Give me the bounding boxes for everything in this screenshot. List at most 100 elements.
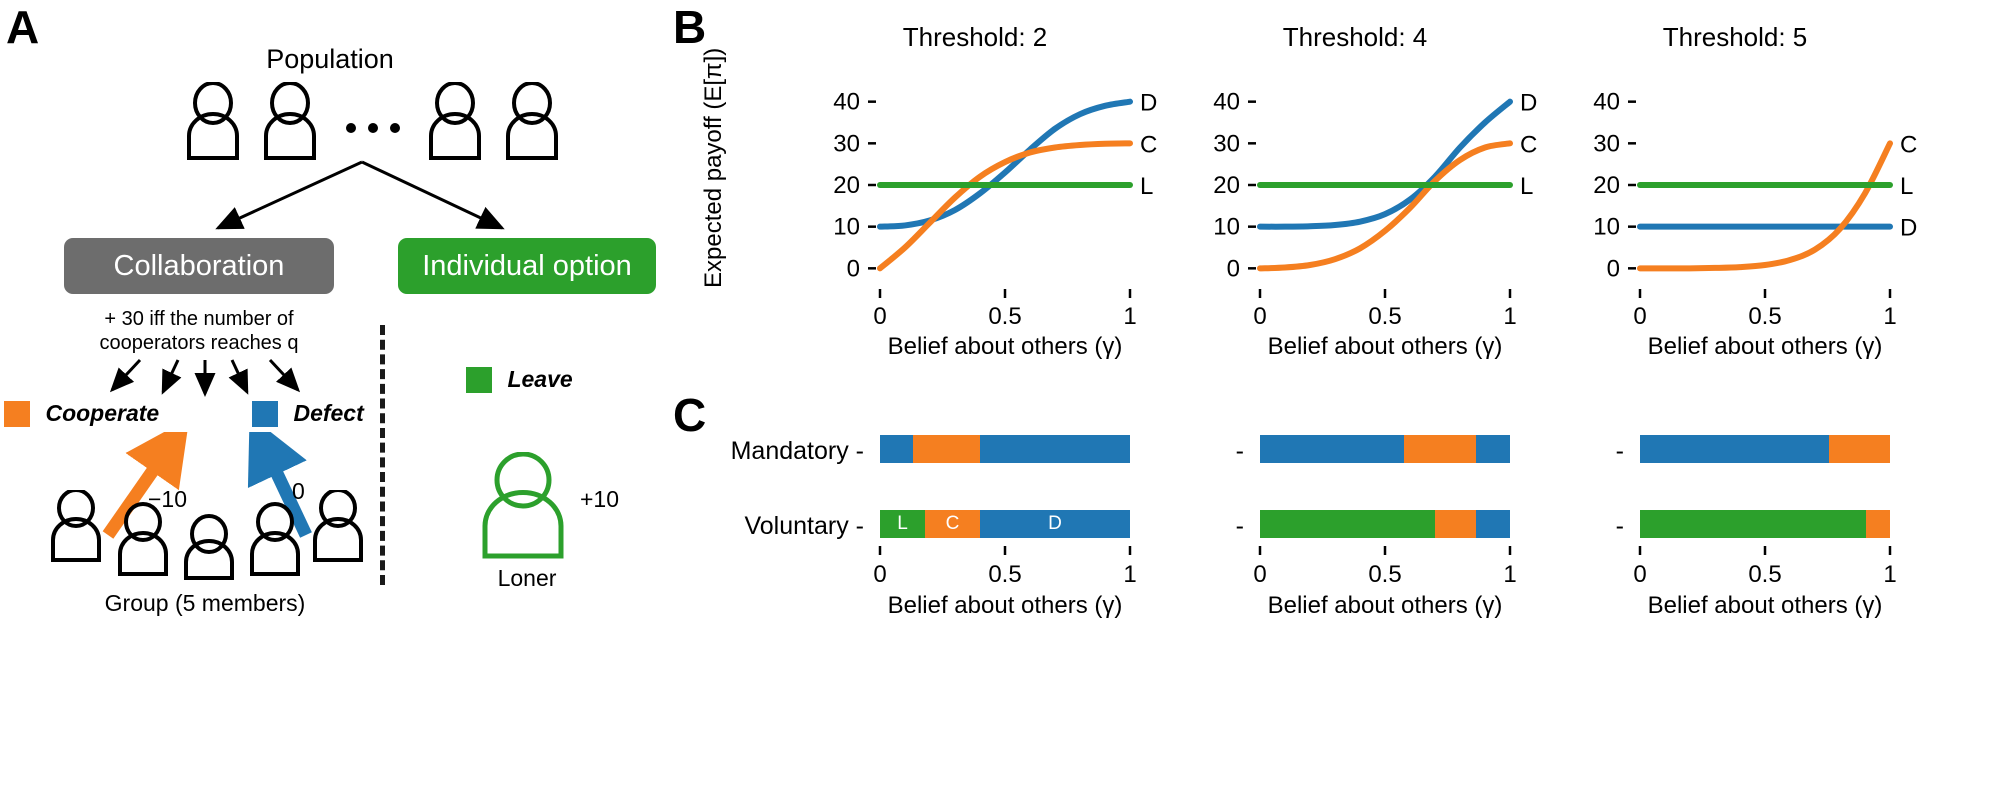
series-label-C: C xyxy=(1520,131,1537,158)
y-tick-label: 10 xyxy=(1593,214,1620,241)
bar-segment-C xyxy=(912,435,980,463)
collaboration-box[interactable]: Collaboration xyxy=(64,238,334,294)
loner-figure xyxy=(470,451,576,567)
panel-b-ylabel: Expected payoff (E[π]) xyxy=(700,47,727,288)
bar-segment-D xyxy=(1640,435,1829,463)
x-axis-label: Belief about others (γ) xyxy=(1267,592,1503,619)
series-label-L: L xyxy=(1140,173,1153,200)
x-axis-label: Belief about others (γ) xyxy=(1267,333,1503,360)
series-label-L: L xyxy=(1520,173,1533,200)
individual-option-box[interactable]: Individual option xyxy=(398,238,656,294)
chart-title: Threshold: 2 xyxy=(902,22,1048,52)
bonus-line-2-text: cooperators reaches q xyxy=(99,332,299,354)
y-tick-label: 30 xyxy=(1593,130,1620,157)
y-tick-label: 0 xyxy=(1227,255,1240,282)
panel-a-divider xyxy=(380,325,385,585)
x-tick-label: 0.5 xyxy=(988,303,1021,330)
x-tick-label: 0 xyxy=(1633,303,1646,330)
x-axis-label: Belief about others (γ) xyxy=(887,592,1123,619)
cooperate-legend: Cooperate xyxy=(4,400,159,427)
x-tick-label: 0.5 xyxy=(1748,303,1781,330)
series-line-D xyxy=(1257,98,1513,230)
x-axis-label: Belief about others (γ) xyxy=(887,333,1123,360)
group-caption: Group (5 members) xyxy=(104,590,306,616)
defect-legend: Defect xyxy=(252,400,364,427)
x-tick-label: 0.5 xyxy=(1748,561,1781,588)
series-label-D: D xyxy=(1140,90,1157,117)
defect-label: Defect xyxy=(293,400,364,426)
bar-row-label-none: - xyxy=(1235,512,1244,540)
panel-a: A Population Collaboration In xyxy=(0,0,660,795)
y-tick-label: 0 xyxy=(1607,255,1620,282)
chart-title: Threshold: 4 xyxy=(1282,22,1428,52)
bar-segment-D xyxy=(1476,510,1510,538)
y-tick-label: 10 xyxy=(833,214,860,241)
y-tick-label: 0 xyxy=(847,255,860,282)
series-label-C: C xyxy=(1900,131,1917,158)
bar-segment-C xyxy=(1435,510,1477,538)
y-tick-label: 30 xyxy=(833,130,860,157)
bar-segment-D xyxy=(1476,435,1510,463)
stacked-bar xyxy=(1260,510,1510,538)
bar-segment-C xyxy=(1866,510,1890,538)
series-line-C xyxy=(877,140,1133,272)
x-tick-label: 0 xyxy=(1633,561,1646,588)
population-people-icon xyxy=(187,81,558,160)
y-tick-label: 10 xyxy=(1213,214,1240,241)
series-label-D: D xyxy=(1900,215,1917,242)
defect-arrow-icon xyxy=(247,415,312,538)
series-label-D: D xyxy=(1520,90,1537,117)
y-tick-label: 40 xyxy=(1213,89,1240,116)
bar-row-label-mandatory: Mandatory - xyxy=(730,437,864,465)
population-people xyxy=(185,81,560,167)
panel-c-letter: C xyxy=(673,389,707,441)
series-line-D xyxy=(877,98,1133,230)
x-tick-label: 1 xyxy=(1883,303,1896,330)
y-tick-label: 40 xyxy=(833,89,860,116)
bar-segment-L xyxy=(1640,510,1867,538)
bar-segment-L: L xyxy=(880,510,925,538)
y-tick-label: 40 xyxy=(1593,89,1620,116)
population-label: Population xyxy=(266,44,394,74)
x-tick-label: 1 xyxy=(1503,303,1516,330)
bar-row-label-none: - xyxy=(1235,437,1244,465)
x-tick-label: 1 xyxy=(1503,561,1516,588)
bar-segment-L xyxy=(1260,510,1435,538)
x-tick-label: 1 xyxy=(1883,561,1896,588)
y-tick-label: 20 xyxy=(833,172,860,199)
panel-a-letter: A xyxy=(6,1,40,53)
defect-arrow xyxy=(240,415,350,547)
stacked-bar xyxy=(880,435,1130,463)
cooperate-arrow-icon xyxy=(102,418,190,539)
cooperate-arrow xyxy=(86,418,206,547)
x-axis-label: Belief about others (γ) xyxy=(1647,333,1883,360)
loner-icon xyxy=(482,451,564,559)
group-people xyxy=(46,488,366,585)
branch-arrow-icon xyxy=(215,160,505,230)
series-line-C xyxy=(1257,140,1513,272)
defect-cost-label: 0 xyxy=(292,478,305,504)
series-label-C: C xyxy=(1140,131,1157,158)
group-people-icon xyxy=(51,488,363,580)
chart-title: Threshold: 5 xyxy=(1662,22,1808,52)
y-tick-label: 30 xyxy=(1213,130,1240,157)
bonus-line-1: + 30 iff the number of xyxy=(104,308,294,330)
x-tick-label: 0.5 xyxy=(988,561,1021,588)
leave-swatch xyxy=(466,366,492,393)
bar-segment-D: D xyxy=(980,510,1130,538)
bar-row-label-voluntary: Voluntary - xyxy=(744,512,864,540)
defect-swatch xyxy=(252,400,278,427)
group-arrows-icon xyxy=(109,358,301,397)
bar-segment-C: C xyxy=(925,510,980,538)
